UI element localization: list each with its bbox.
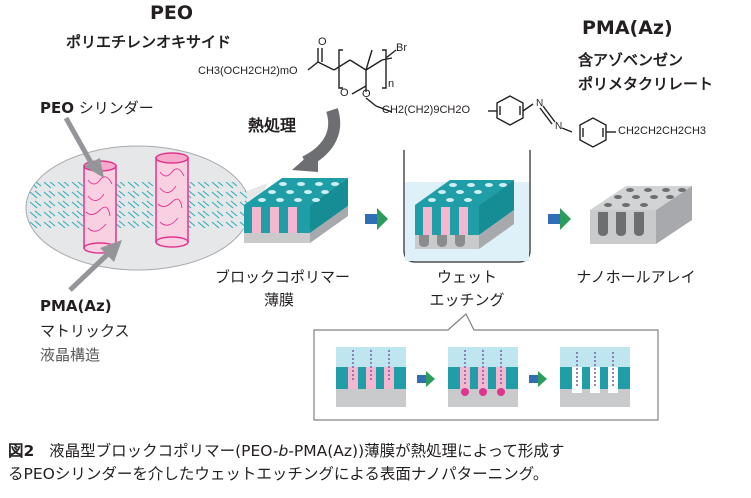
peo-subtitle: ポリエチレンオキサイド: [66, 33, 232, 51]
chem-left-group: CH3(OCH2CH2)mO: [198, 65, 298, 77]
stage-1-label-line1: ブロックコポリマー: [215, 268, 351, 286]
peo-cylinder-label: PEO シリンダー: [40, 99, 154, 117]
caption-text-part1: 液晶型ブロックコポリマー(PEO-: [49, 442, 279, 460]
chem-sidechain-o: O: [340, 87, 349, 99]
figure-caption: 図2 液晶型ブロックコポリマー(PEO-b-PMA(Az))薄膜が熱処理によって…: [8, 440, 748, 486]
stage-2-label-line2: エッチング: [429, 291, 505, 309]
matrix-label-title: PMA(Az): [40, 297, 112, 315]
block-copolymer-film: [244, 178, 348, 243]
chem-br: Br: [396, 42, 407, 54]
pma-title: PMA(Az): [582, 17, 673, 39]
chem-n-subscript: n: [388, 78, 395, 90]
stage-2-label-line1: ウェット: [436, 268, 497, 286]
chem-azo-n2: N: [555, 121, 563, 132]
stage-3-label: ナノホールアレイ: [576, 268, 696, 286]
matrix-label-line2: マトリックス: [40, 322, 130, 340]
peo-title: PEO: [150, 2, 194, 24]
caption-italic-b: b: [278, 442, 289, 460]
wet-etching-film: [415, 180, 514, 249]
chem-spacer: CH2(CH2)9CH2O: [382, 104, 471, 116]
matrix-label-line3: 液晶構造: [40, 346, 101, 364]
pma-subtitle-2: ポリメタクリレート: [578, 75, 714, 93]
caption-line2: るPEOシリンダーを介したウェットエッチングによる表面ナノパターニング。: [8, 465, 549, 483]
chem-carbonyl-o: O: [318, 36, 327, 48]
heat-treatment-label: 熱処理: [248, 116, 297, 135]
nanohole-array-block: [590, 186, 692, 244]
stage-1-label-line2: 薄膜: [263, 291, 294, 309]
chem-tail: CH2CH2CH2CH3: [618, 125, 707, 137]
chem-azo-n1: N: [536, 98, 544, 109]
caption-text-part2: -PMA(Az))薄膜が熱処理によって形成す: [288, 442, 565, 460]
pma-subtitle-1: 含アゾベンゼン: [578, 51, 684, 69]
chem-ester-o: O: [362, 88, 371, 100]
figure-number: 図2: [8, 442, 35, 460]
